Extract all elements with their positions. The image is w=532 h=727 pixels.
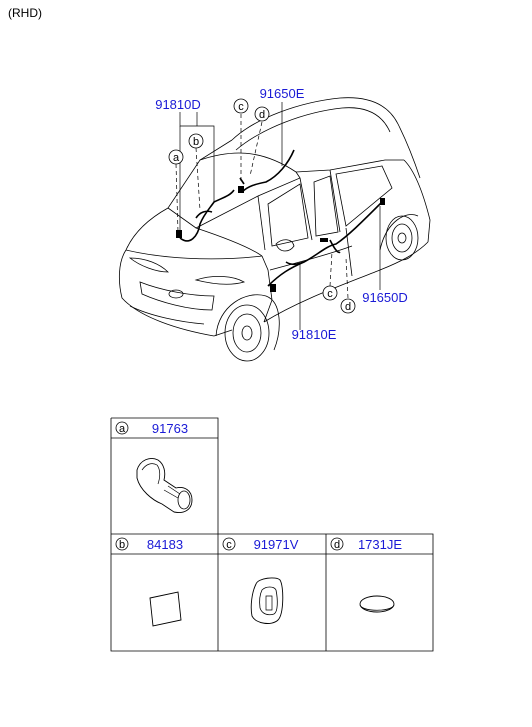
letter-d-top-label: d bbox=[259, 109, 265, 121]
table-cell-a: a 91763 bbox=[115, 421, 193, 513]
cell-d-part-number: 1731JE bbox=[358, 537, 402, 552]
table-cell-c: c 91971V bbox=[222, 537, 299, 624]
callout-91650D: 91650D bbox=[362, 290, 408, 305]
callout-91810D: 91810D bbox=[155, 97, 201, 112]
cell-c-letter: c bbox=[226, 539, 232, 551]
letter-d-bottom-label: d bbox=[345, 301, 351, 313]
grommet-91971V-icon bbox=[250, 577, 284, 624]
letter-circle-c-bottom: c bbox=[322, 285, 338, 301]
car-illustration bbox=[118, 97, 431, 362]
letter-circle-a: a bbox=[168, 149, 184, 165]
letter-circle-c-top: c bbox=[233, 98, 249, 114]
parts-table bbox=[110, 417, 434, 652]
letter-circle-d-top: d bbox=[254, 106, 270, 122]
letter-c-bottom-label: c bbox=[327, 288, 333, 300]
plug-1731JE-icon bbox=[359, 595, 395, 613]
cell-a-part-number: 91763 bbox=[152, 421, 188, 436]
cell-d-letter: d bbox=[334, 539, 340, 551]
letter-c-top-label: c bbox=[238, 101, 244, 113]
letter-circle-b: b bbox=[188, 133, 204, 149]
cell-c-part-number: 91971V bbox=[254, 537, 299, 552]
table-cell-b: b 84183 bbox=[115, 537, 183, 627]
callout-91650E: 91650E bbox=[260, 86, 305, 101]
letter-circle-d-bottom: d bbox=[340, 298, 356, 314]
table-cell-d: d 1731JE bbox=[330, 537, 402, 613]
cell-b-part-number: 84183 bbox=[147, 537, 183, 552]
cell-b-letter: b bbox=[119, 539, 125, 551]
letter-a-label: a bbox=[173, 152, 180, 164]
letter-b-label: b bbox=[193, 136, 199, 148]
rhd-label: (RHD) bbox=[8, 6, 42, 20]
callout-leaders bbox=[175, 102, 381, 330]
grommet-91763-icon bbox=[136, 458, 193, 513]
callout-91810E: 91810E bbox=[292, 327, 337, 342]
cell-a-letter: a bbox=[119, 423, 126, 435]
pad-84183-icon bbox=[149, 591, 182, 627]
wiring-harness-group bbox=[176, 149, 385, 292]
